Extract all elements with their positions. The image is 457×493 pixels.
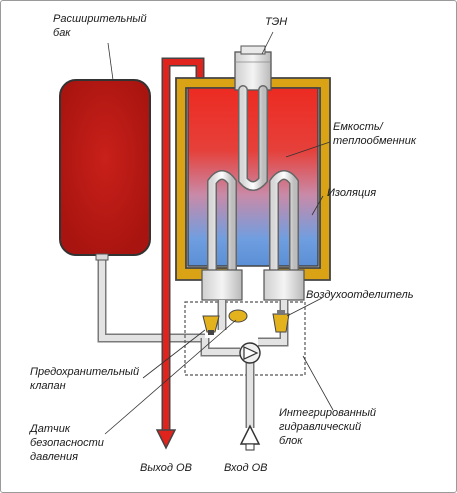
leader-lines <box>104 31 334 435</box>
label-inlet: Вход ОВ <box>224 462 268 474</box>
label-pressure-sensor-1: Датчик <box>28 423 71 435</box>
label-insulation: Изоляция <box>327 187 376 199</box>
heating-element-rods <box>207 85 299 277</box>
outlet-arrow <box>155 429 177 450</box>
label-hydraulic-block-1: Интегрированный <box>279 407 376 419</box>
label-outlet: Выход ОВ <box>140 462 192 474</box>
pressure-sensor <box>228 309 248 323</box>
expansion-tank <box>59 79 151 256</box>
label-pressure-sensor-2: безопасности <box>30 437 104 449</box>
label-container-2: теплообменник <box>333 135 417 147</box>
label-container-1: Емкость/ <box>333 121 384 133</box>
heating-element-cap <box>234 45 272 91</box>
hydraulic-block-outline <box>184 301 306 376</box>
label-safety-valve-1: Предохранительный <box>30 366 139 378</box>
label-safety-valve-2: клапан <box>30 380 66 392</box>
label-expansion-tank-1: Расширительный <box>53 13 147 25</box>
label-heating-element: ТЭН <box>265 16 287 28</box>
bottom-connectors <box>201 269 305 301</box>
label-expansion-tank-2: бак <box>53 27 71 39</box>
label-hydraulic-block-3: блок <box>279 435 303 447</box>
circulation-pump <box>239 342 261 364</box>
expansion-tank-outlet <box>95 253 109 261</box>
return-pipe <box>97 250 205 343</box>
inlet-arrow <box>239 424 261 445</box>
label-pressure-sensor-3: давления <box>30 451 78 463</box>
safety-valve <box>202 315 220 335</box>
inlet-stub <box>245 443 255 451</box>
air-vent <box>272 310 290 333</box>
label-hydraulic-block-2: гидравлический <box>279 421 361 433</box>
label-air-vent: Воздухоотделитель <box>306 289 414 301</box>
hot-outlet-pipe <box>161 57 205 432</box>
